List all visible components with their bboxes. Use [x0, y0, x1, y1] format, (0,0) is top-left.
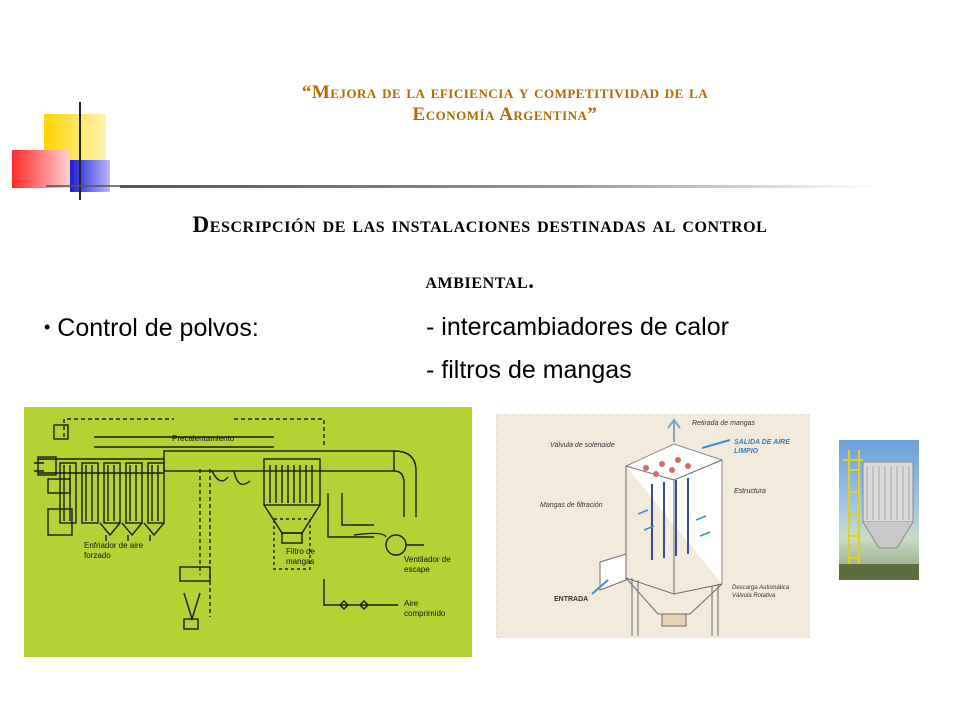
section-title: Descripción de las instalaciones destina… [40, 208, 920, 298]
section-title-line2: ambiental. [425, 268, 535, 293]
header-divider [120, 185, 880, 188]
label-ventilador: Ventilador de escape [404, 555, 451, 574]
bullet-label: Control de polvos: [57, 314, 259, 342]
label-salida: SALIDA DE AIRE LIMPIO [734, 439, 790, 455]
label-filtro: Filtro de mangas [286, 547, 315, 566]
label-enfriador: Enfriador de aire forzado [84, 541, 144, 560]
header-title-line2: Economía Argentina” [412, 104, 598, 125]
bullet-symbol: • [44, 317, 51, 337]
list-item-filtros: - filtros de mangas [426, 356, 632, 384]
decorative-logo [10, 100, 140, 200]
label-aire: Aire comprimido [404, 599, 446, 618]
label-descarga: Descarga Automática Válvula Rotativa [732, 585, 790, 599]
label-entrada: ENTRADA [554, 596, 589, 603]
section-title-line1: Descripción de las instalaciones destina… [192, 212, 768, 237]
bullet-row: • Control de polvos: [44, 312, 259, 343]
label-estructura: Estructura [734, 488, 766, 495]
label-mangas: Mangas de filtración [540, 502, 603, 509]
header-title: “Mejora de la eficiencia y competitivida… [150, 82, 860, 126]
label-valvula: Válvula de solenoide [550, 442, 615, 449]
label-precalentamiento: Precalentamiento [172, 434, 235, 443]
bag-filter-diagram: Retirada de mangas Válvula de solenoide … [496, 414, 810, 638]
list-item-intercambiadores: - intercambiadores de calor [426, 313, 729, 341]
header-title-line1: “Mejora de la eficiencia y competitivida… [301, 82, 709, 103]
label-retirada: Retirada de mangas [692, 420, 756, 427]
installation-photo [839, 440, 919, 580]
process-diagram: Precalentamiento Enfriador de aire forza… [24, 407, 472, 657]
